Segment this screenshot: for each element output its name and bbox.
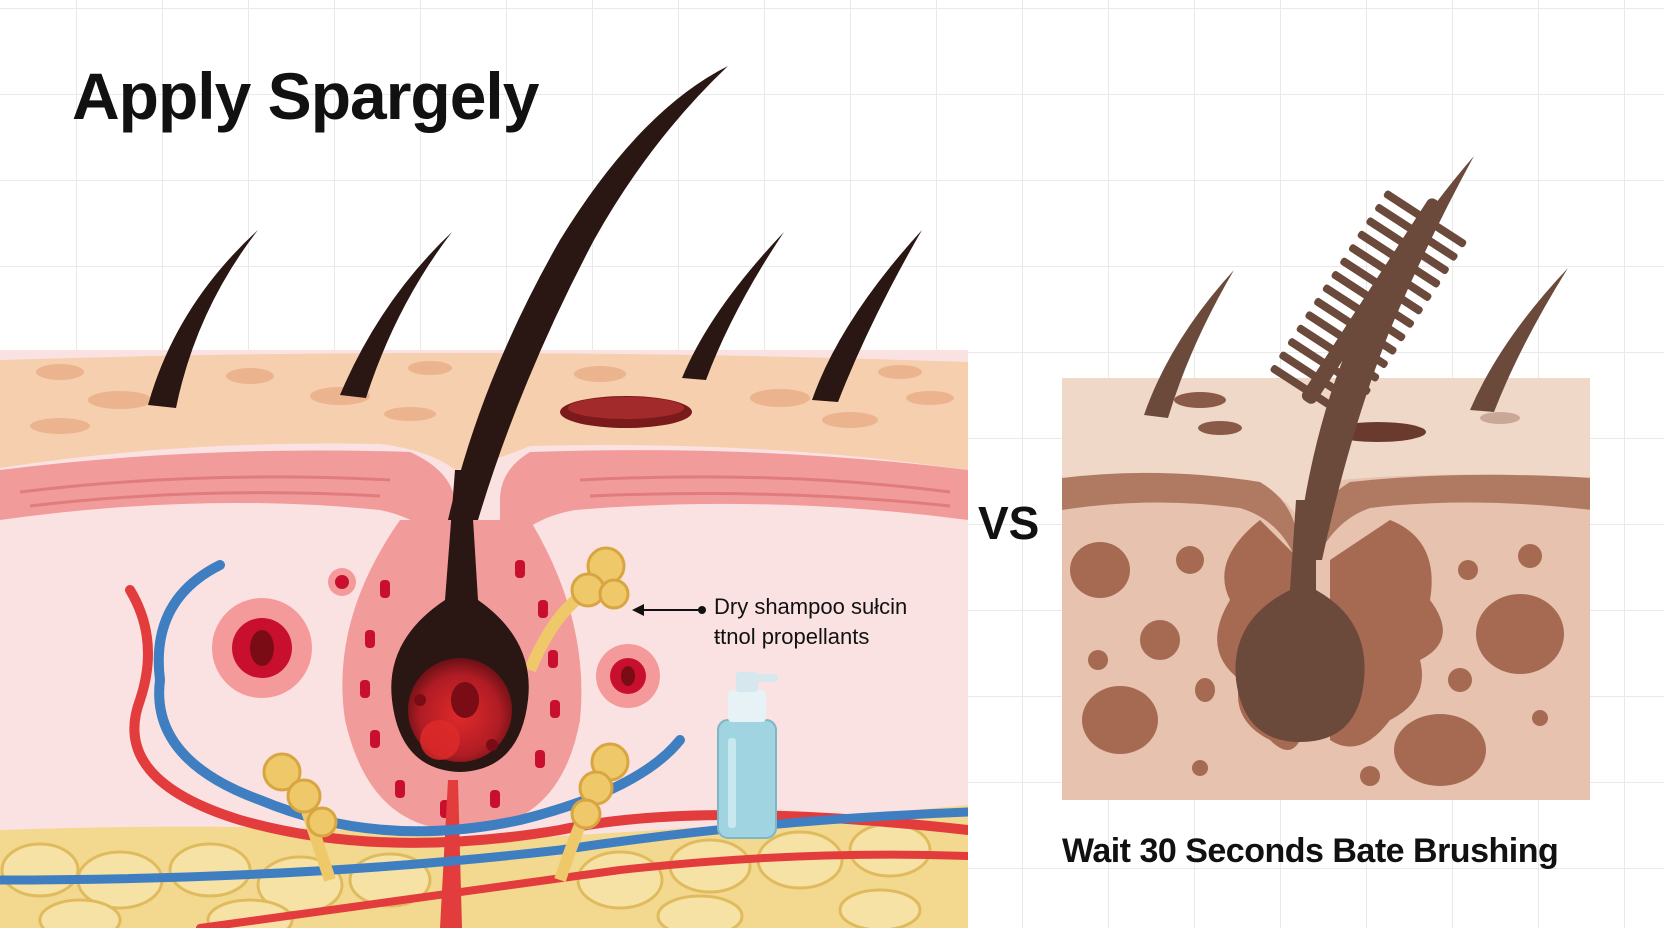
callout-line-2: ŧtnol propellants: [714, 624, 870, 649]
right-hair-shaft: [1296, 156, 1474, 560]
callout-pointer: [632, 604, 706, 616]
right-hair-follicle: [1235, 500, 1365, 742]
epidermis-spots: [30, 361, 954, 434]
follicle-cells: [360, 560, 560, 818]
red-blood-cell-cluster: [212, 568, 660, 708]
large-hair-shaft: [448, 66, 728, 520]
artery: [125, 585, 968, 848]
callout-label: Dry shampoo sułcin ŧtnol propellants: [714, 592, 907, 652]
sebaceous-glands: [262, 546, 630, 882]
callout-line-1: Dry shampoo sułcin: [714, 594, 908, 619]
vs-label: VS: [978, 497, 1040, 549]
right-small-hairs: [1144, 268, 1568, 418]
right-caption: Wait 30 Seconds Bate Brushing: [1062, 832, 1559, 870]
dry-shampoo-bottle: [717, 672, 778, 839]
right-skin-spots: [1070, 520, 1564, 786]
small-hairs: [148, 230, 922, 408]
comb-icon: [1270, 190, 1467, 422]
page-title: Apply Spargely: [72, 59, 539, 133]
